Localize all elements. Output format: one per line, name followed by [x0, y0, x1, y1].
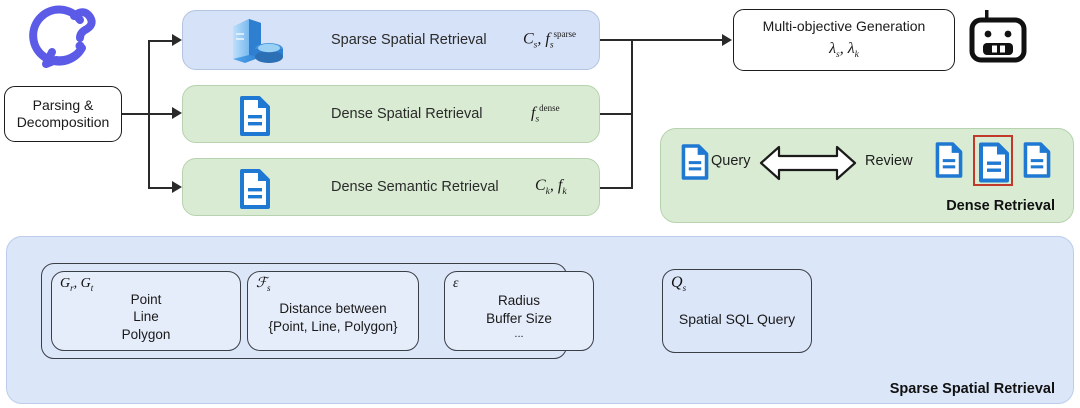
- dense-retrieval-panel: Query Review: [660, 128, 1074, 223]
- connector-to-dense-semantic: [148, 187, 176, 189]
- connector-sparse-out: [600, 39, 633, 41]
- connector-to-sparse: [148, 40, 176, 42]
- geometry-relationship-line-2: {Point, Line, Polygon}: [268, 319, 398, 334]
- connector-merge-vertical: [631, 39, 633, 189]
- numerical-parameter-line-1: Radius: [497, 293, 541, 309]
- geometry-type-symbol: Gr, Gt: [60, 276, 94, 293]
- multi-objective-generation-formula: λs, λk: [829, 40, 859, 61]
- multi-objective-generation-box[interactable]: Multi-objective Generation λs, λk: [733, 9, 955, 71]
- geometry-type-line-2: Line: [133, 309, 159, 325]
- sparse-spatial-retrieval-panel-title: Sparse Spatial Retrieval: [889, 381, 1055, 397]
- result-document-1[interactable]: [933, 139, 965, 181]
- spatial-sql-query-symbol: Qs: [671, 274, 687, 294]
- geometry-type-line-1: Point: [130, 291, 162, 307]
- query-label: Query: [711, 153, 751, 169]
- geometry-type-line-3: Polygon: [121, 326, 171, 342]
- connector-to-dense-spatial: [148, 113, 176, 115]
- document-icon: [237, 168, 273, 210]
- sparse-spatial-retrieval-label: Sparse Spatial Retrieval: [331, 32, 487, 48]
- numerical-parameter-line-2: Buffer Size: [486, 310, 552, 326]
- geometry-relationship-cell[interactable]: ℱs Distance between {Point, Line, Polygo…: [247, 271, 419, 351]
- chat-question-logo: [28, 2, 108, 74]
- connector-dense-semantic-out: [600, 187, 633, 189]
- numerical-parameter-cell[interactable]: ε Radius Buffer Size ...: [444, 271, 594, 351]
- database-server-icon: [223, 17, 285, 65]
- parsing-line-1: Parsing &: [32, 96, 94, 113]
- arrowhead-to-generation: [722, 34, 732, 46]
- document-icon: [237, 95, 273, 137]
- arrowhead-to-sparse: [172, 34, 182, 46]
- numerical-parameter-symbol: ε: [453, 276, 459, 291]
- review-label: Review: [865, 153, 913, 169]
- geometry-type-cell[interactable]: Gr, Gt Point Line Polygon: [51, 271, 241, 351]
- dense-spatial-retrieval-label: Dense Spatial Retrieval: [331, 106, 483, 122]
- connector-dense-spatial-out: [600, 113, 633, 115]
- double-arrow-icon: [759, 143, 857, 183]
- sparse-spatial-retrieval-box[interactable]: Sparse Spatial Retrieval Cs, fssparse: [182, 10, 600, 70]
- sparse-spatial-retrieval-formula: Cs, fssparse: [523, 29, 577, 51]
- geometry-relationship-symbol: ℱs: [256, 276, 271, 293]
- connector-to-generation: [631, 39, 726, 41]
- dense-spatial-retrieval-box[interactable]: Dense Spatial Retrieval fsdense: [182, 85, 600, 143]
- result-document-2-highlighted[interactable]: [973, 135, 1013, 186]
- result-document-3[interactable]: [1021, 139, 1053, 181]
- dense-semantic-retrieval-label: Dense Semantic Retrieval: [331, 179, 499, 195]
- geometry-relationship-line-1: Distance between: [279, 301, 387, 317]
- dense-semantic-retrieval-box[interactable]: Dense Semantic Retrieval Ck, fk: [182, 158, 600, 216]
- parsing-line-2: Decomposition: [16, 114, 110, 130]
- robot-icon: [966, 6, 1034, 68]
- document-icon: [679, 143, 711, 181]
- connector-entry-out: [122, 113, 150, 115]
- dense-semantic-retrieval-formula: Ck, fk: [535, 176, 567, 198]
- spatial-sql-query-label: Spatial SQL Query: [678, 310, 796, 327]
- sparse-spatial-retrieval-panel: Gr, Gt Point Line Polygon Geometry type …: [6, 236, 1074, 404]
- numerical-parameter-line-3: ...: [514, 328, 524, 341]
- multi-objective-generation-title: Multi-objective Generation: [762, 17, 926, 34]
- arrowhead-to-dense-spatial: [172, 107, 182, 119]
- parsing-decomposition-box[interactable]: Parsing & Decomposition: [4, 86, 122, 142]
- dense-spatial-retrieval-formula: fsdense: [531, 103, 560, 125]
- arrowhead-to-dense-semantic: [172, 181, 182, 193]
- dense-retrieval-title: Dense Retrieval: [946, 198, 1055, 214]
- spatial-sql-query-cell[interactable]: Qs Spatial SQL Query: [662, 269, 812, 353]
